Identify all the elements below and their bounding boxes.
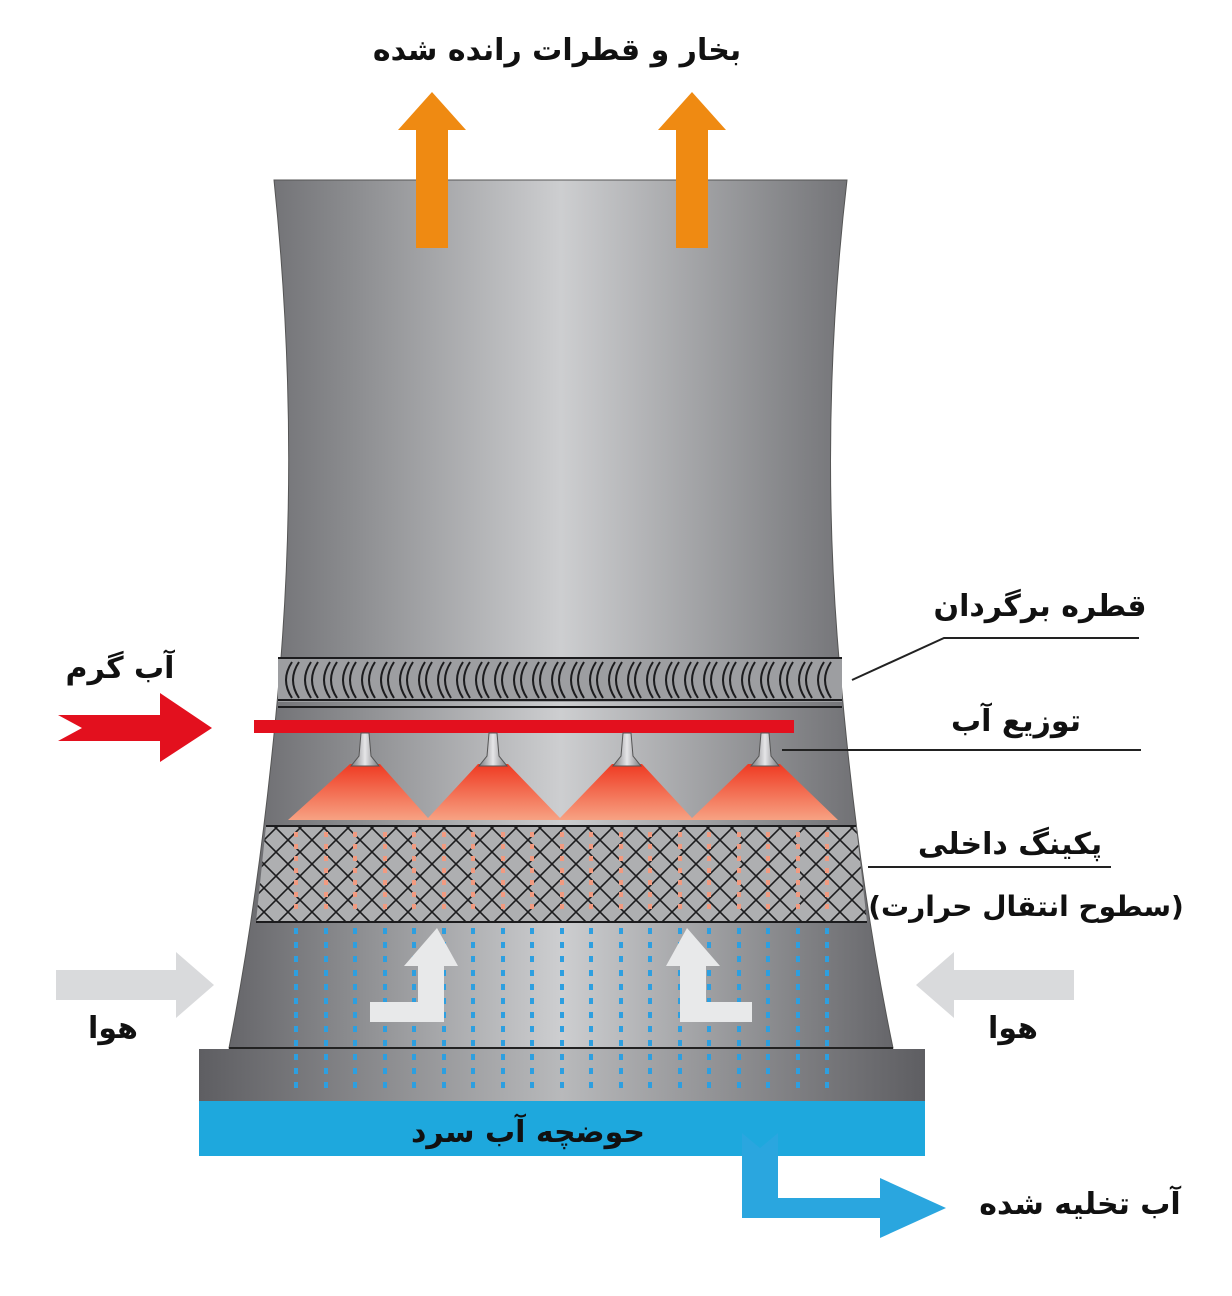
- drain-arrow-icon: [742, 1133, 946, 1238]
- drift-blade: [786, 661, 794, 699]
- drift-blade: [710, 661, 718, 699]
- drift-blade: [615, 661, 623, 699]
- air-right-label: هوا: [988, 1011, 1038, 1046]
- drift-blade: [285, 661, 293, 699]
- drift-blade: [323, 661, 331, 699]
- drift-blade: [311, 661, 319, 699]
- drift-blade: [425, 661, 433, 699]
- drift-blade: [380, 661, 388, 699]
- drift-blade: [406, 661, 414, 699]
- fill-packing-label: پکینگ داخلی: [918, 826, 1102, 862]
- drift-blade: [387, 661, 395, 699]
- drift-blade: [558, 661, 566, 699]
- drift-blade: [494, 661, 502, 699]
- drift-blade: [722, 661, 730, 699]
- drift-blade: [672, 661, 680, 699]
- drift-eliminator-label: قطره برگردان: [933, 588, 1146, 624]
- drift-blade: [551, 661, 559, 699]
- drift-blade: [304, 661, 312, 699]
- drift-blade: [691, 661, 699, 699]
- drift-blade: [513, 661, 521, 699]
- drift-blade: [760, 661, 768, 699]
- drift-blade: [456, 661, 464, 699]
- leader-lines: [782, 637, 1141, 868]
- drift-blade: [805, 661, 813, 699]
- drift-blade: [646, 661, 654, 699]
- drift-blade: [596, 661, 604, 699]
- spray-nozzle-icon: [477, 732, 509, 767]
- hot-water-label: آب گرم: [66, 649, 176, 686]
- drift-blade: [729, 661, 737, 699]
- hot-water-arrow-icon: [58, 693, 212, 762]
- inner-air-arrow-icon: [370, 928, 752, 1022]
- drift-blade: [589, 661, 597, 699]
- spray-cones: [288, 764, 838, 820]
- drift-blade: [741, 661, 749, 699]
- water-distribution-label: توزیع آب: [951, 702, 1081, 739]
- vapor-arrow-icon: [398, 92, 726, 248]
- drift-blade: [798, 661, 806, 699]
- heat-transfer-label: (سطوح انتقال حرارت): [868, 890, 1184, 923]
- air-left-label: هوا: [88, 1011, 138, 1046]
- drift-blade: [520, 661, 528, 699]
- drift-blade: [767, 661, 775, 699]
- drift-blade: [824, 661, 832, 699]
- spray-nozzle-icon: [611, 732, 643, 767]
- drift-blade: [577, 661, 585, 699]
- drift-blade: [330, 661, 338, 699]
- drift-blade: [608, 661, 616, 699]
- drift-blade: [399, 661, 407, 699]
- drift-blade: [817, 661, 825, 699]
- drift-blade: [634, 661, 642, 699]
- cold-water-basin: [199, 1101, 925, 1156]
- drift-blade: [748, 661, 756, 699]
- drift-blade: [418, 661, 426, 699]
- drift-blade: [368, 661, 376, 699]
- air-arrow-icon: [56, 952, 1074, 1018]
- drift-eliminator: [278, 657, 842, 708]
- drift-blade: [627, 661, 635, 699]
- drift-blade: [482, 661, 490, 699]
- drift-blade: [463, 661, 471, 699]
- fill-packing: [256, 825, 867, 923]
- drift-blade: [444, 661, 452, 699]
- drift-blade: [361, 661, 369, 699]
- distribution-pipe: [254, 720, 794, 733]
- drift-blade: [342, 661, 350, 699]
- drift-blade: [703, 661, 711, 699]
- spray-nozzle-icon: [349, 732, 381, 767]
- vapor-label: بخار و قطرات رانده شده: [373, 33, 741, 68]
- drift-blade: [532, 661, 540, 699]
- drift-blade: [501, 661, 509, 699]
- drift-blade: [779, 661, 787, 699]
- drift-blade: [349, 661, 357, 699]
- drift-blade: [653, 661, 661, 699]
- drift-blade: [292, 661, 300, 699]
- drift-blade: [539, 661, 547, 699]
- drained-water-label: آب تخلیه شده: [979, 1185, 1181, 1222]
- drift-blade: [570, 661, 578, 699]
- drift-blade: [437, 661, 445, 699]
- drift-blade: [665, 661, 673, 699]
- spray-nozzle-icon: [749, 732, 781, 767]
- drift-blade: [475, 661, 483, 699]
- drift-blade: [684, 661, 692, 699]
- cold-water-basin-label: حوضچه آب سرد: [411, 1113, 645, 1150]
